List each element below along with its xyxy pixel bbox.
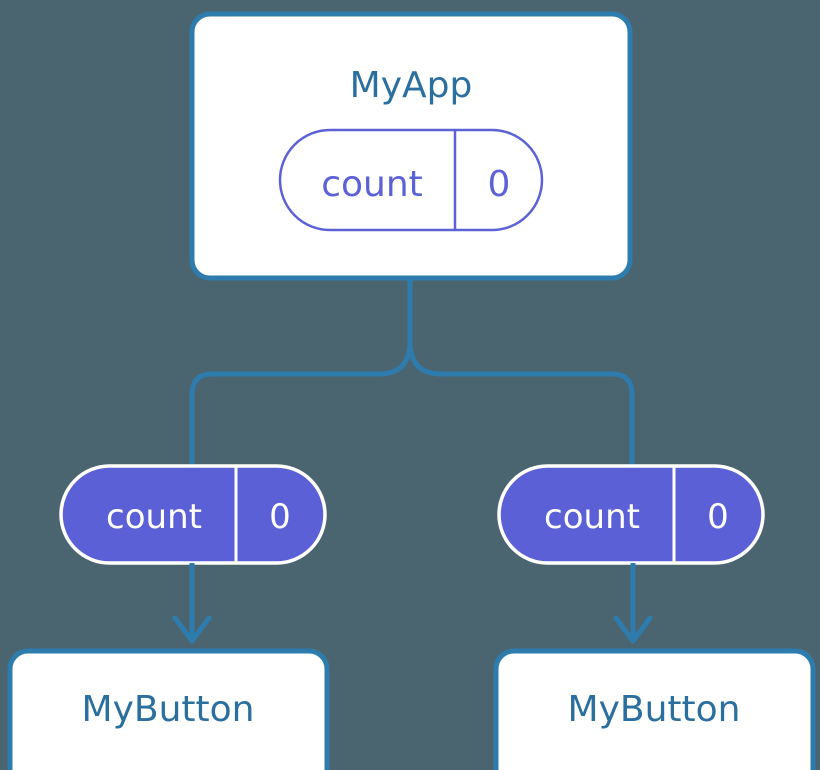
root-state-pill-body[interactable] xyxy=(278,128,544,232)
child-component-right-node[interactable]: MyButton xyxy=(493,648,816,770)
arrow-group xyxy=(172,563,653,644)
root-component-label: MyApp xyxy=(350,65,473,106)
arrow-head-right-icon xyxy=(613,615,653,644)
root-state-key: count xyxy=(321,164,423,205)
prop-pill-left-key: count xyxy=(106,497,202,537)
child-component-left-box[interactable] xyxy=(7,648,330,770)
child-component-left-node[interactable]: MyButton xyxy=(7,648,330,770)
connector-branch-left xyxy=(189,344,413,472)
prop-pill-left[interactable]: count 0 xyxy=(59,464,327,565)
prop-pill-right-key: count xyxy=(544,497,640,537)
prop-pill-right-value: 0 xyxy=(707,497,729,537)
child-component-right-label: MyButton xyxy=(568,689,741,730)
connector-branch-right xyxy=(407,344,635,472)
root-state-value: 0 xyxy=(488,164,511,205)
root-state-pill[interactable]: count 0 xyxy=(278,128,544,232)
connector-group xyxy=(189,279,635,472)
arrow-head-left-icon xyxy=(172,615,212,644)
prop-pill-right[interactable]: count 0 xyxy=(497,464,765,565)
prop-pill-left-value: 0 xyxy=(269,497,291,537)
child-component-right-box[interactable] xyxy=(493,648,816,770)
child-component-left-label: MyButton xyxy=(82,689,255,730)
